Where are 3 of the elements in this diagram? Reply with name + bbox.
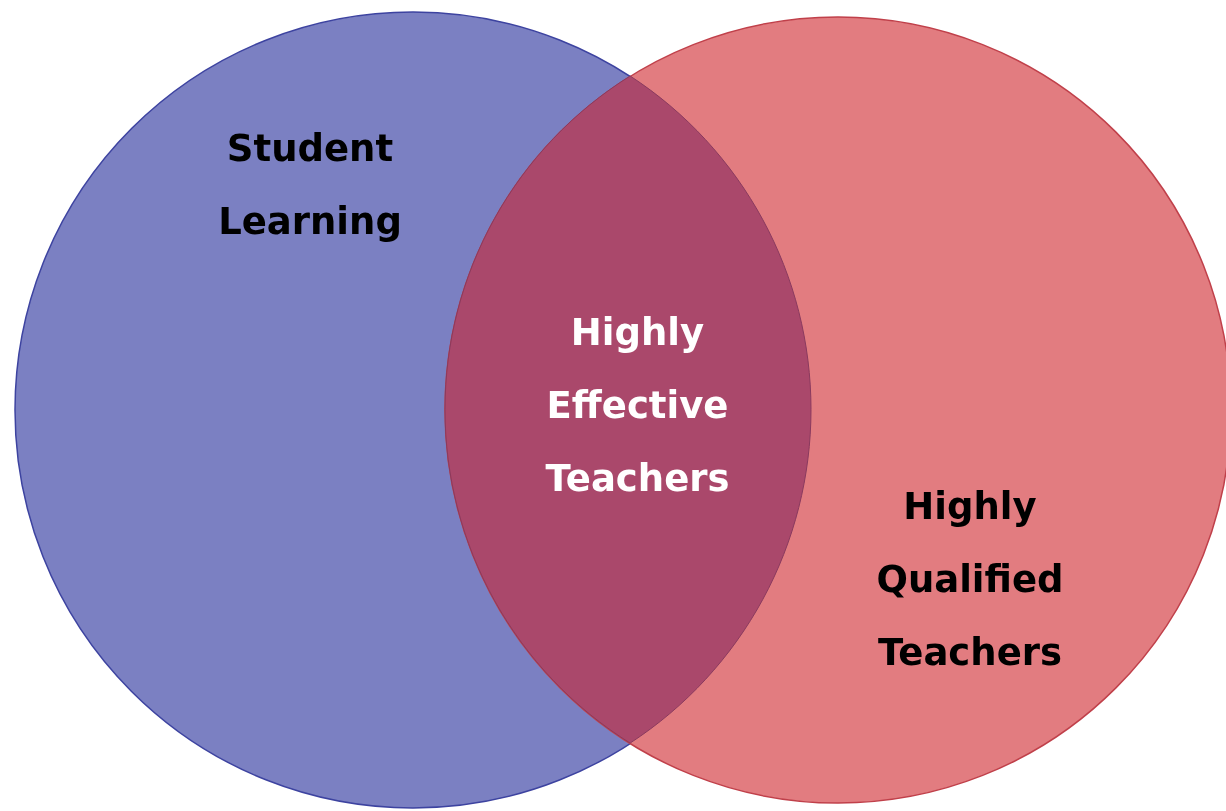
circle-label: Student Learning — [217, 126, 403, 245]
circle-label: Highly Effective Teachers — [544, 310, 731, 502]
circle-label: Highly Qualified Teachers — [875, 484, 1065, 676]
